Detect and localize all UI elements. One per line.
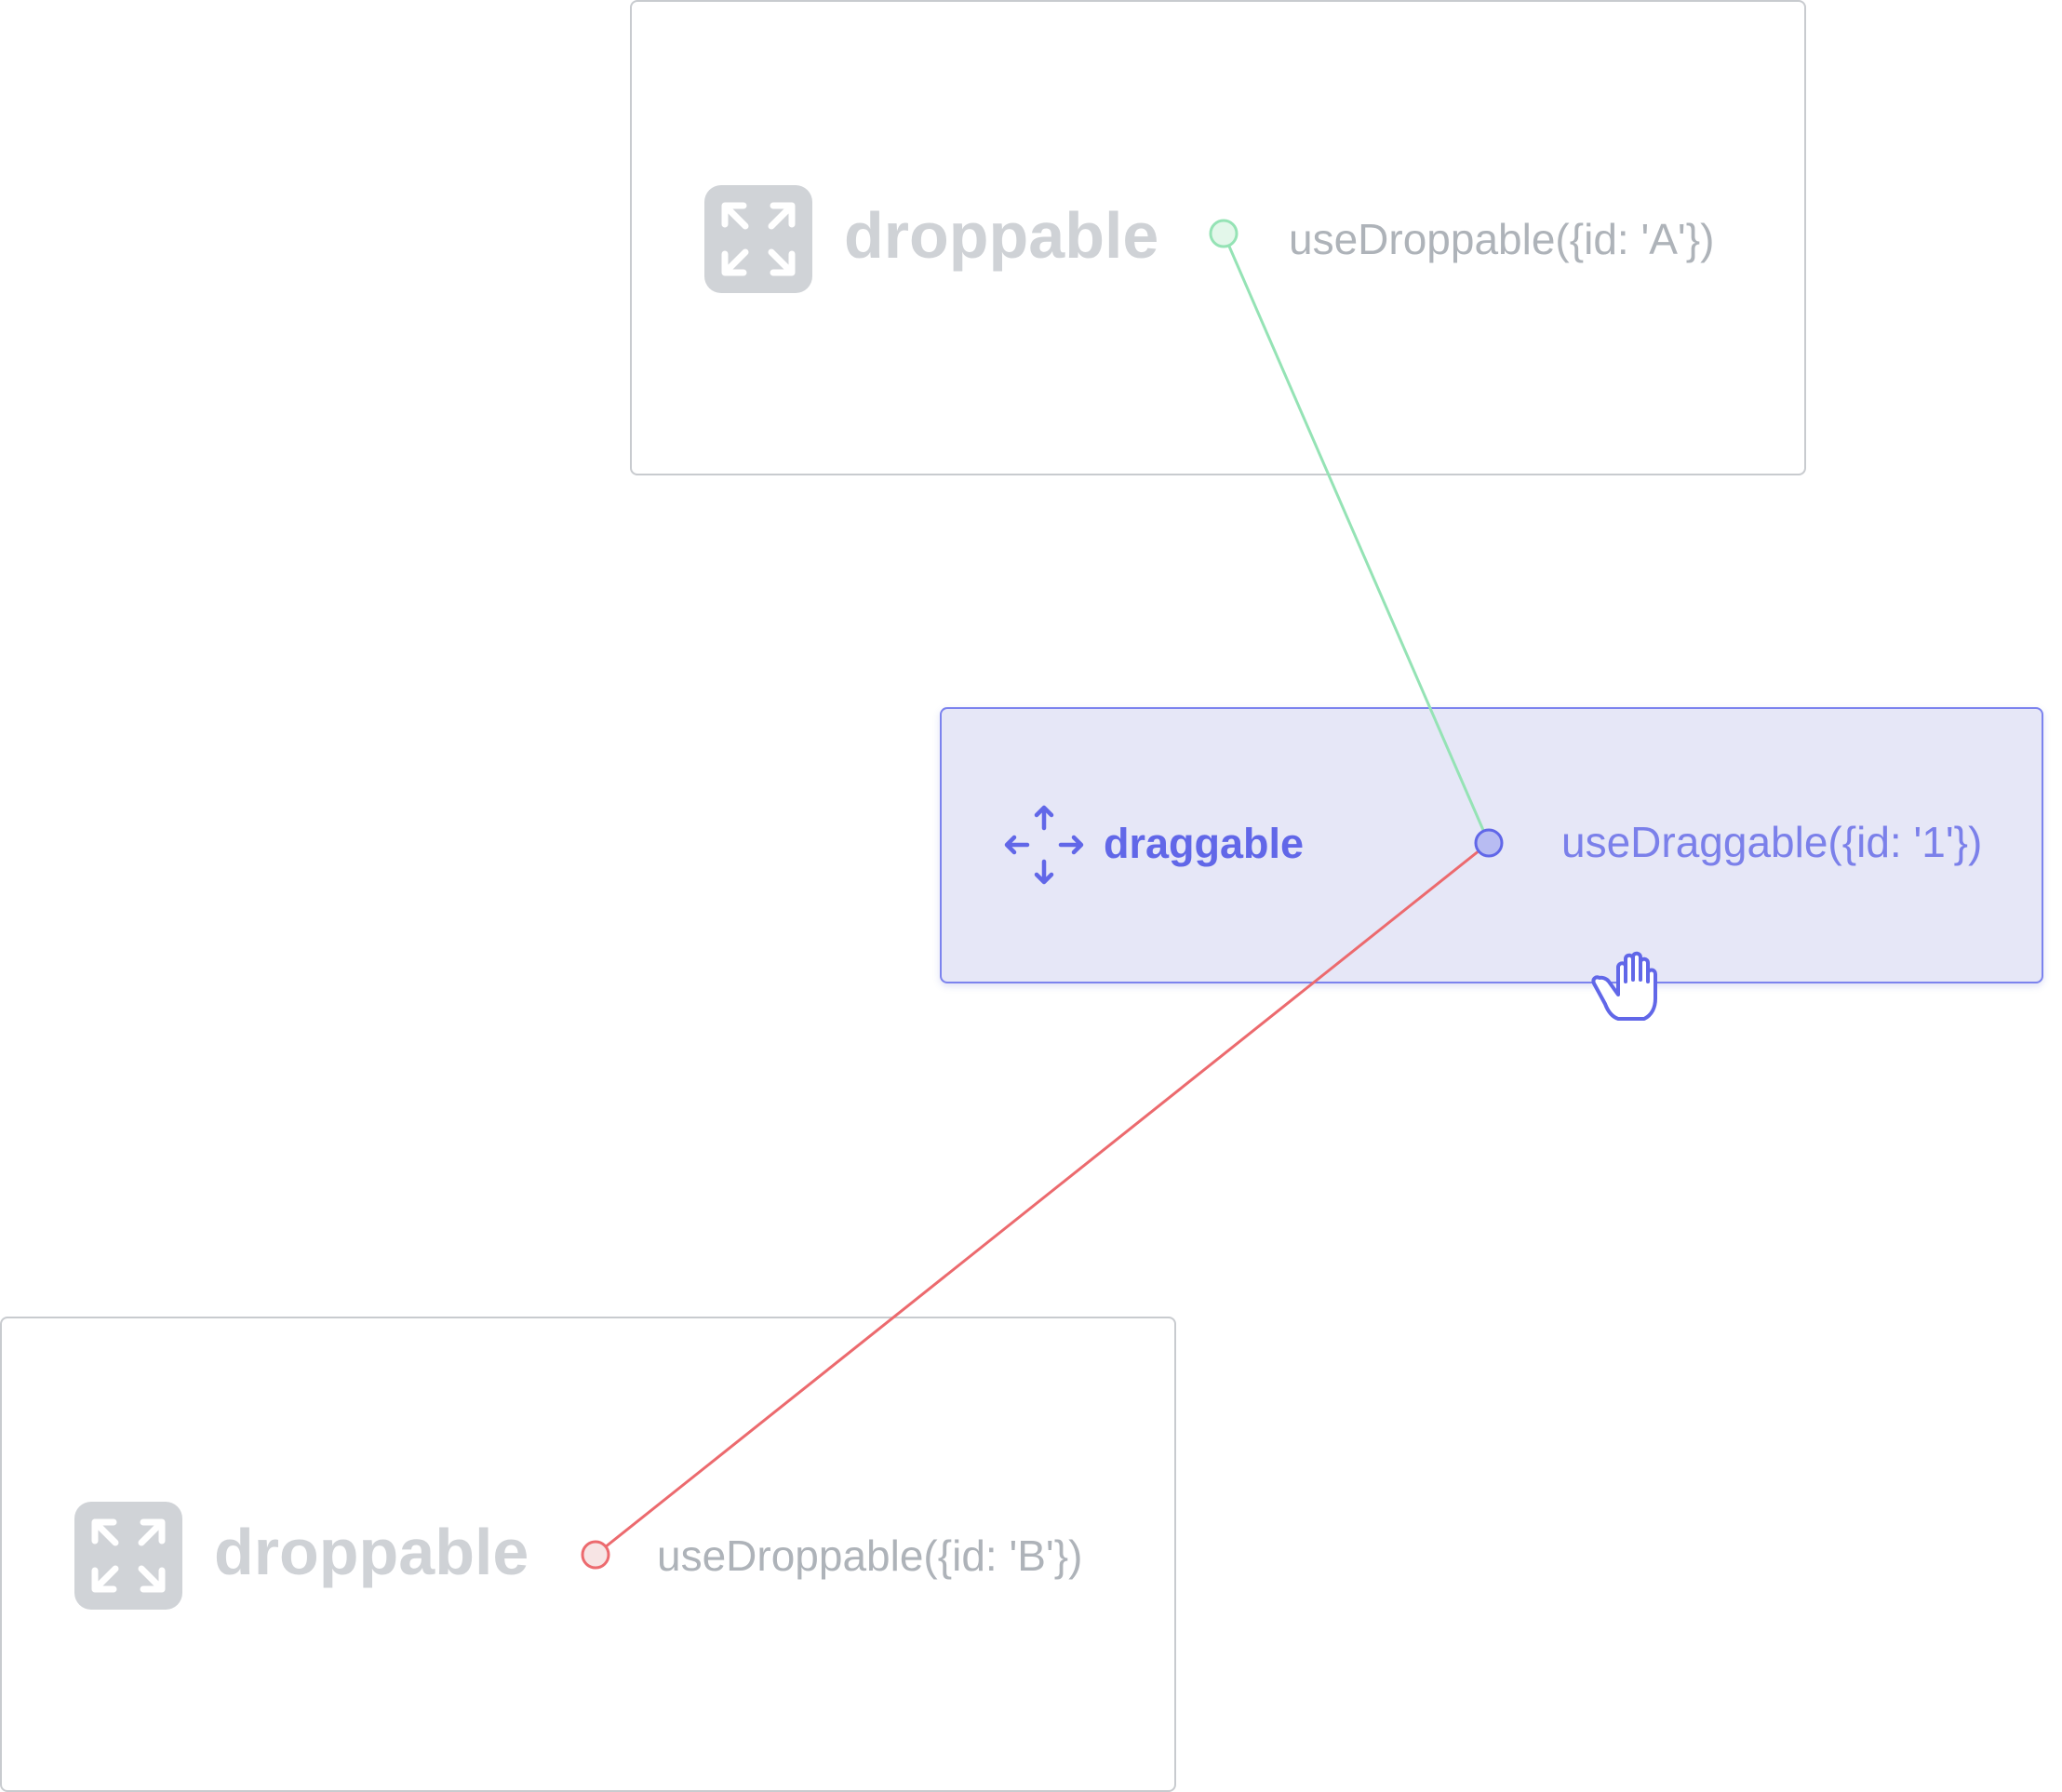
- droppable-a-title: droppable: [844, 199, 1159, 272]
- move-arrows-icon: [1004, 805, 1084, 885]
- draggable-item[interactable]: draggable useDraggable({id: '1'}): [940, 707, 2043, 983]
- droppable-a-container[interactable]: droppable useDroppable({id: 'A'}): [630, 0, 1806, 475]
- grab-hand-cursor-icon: [1591, 951, 1657, 1021]
- droppable-a-code: useDroppable({id: 'A'}): [1289, 215, 1715, 263]
- droppable-b-title: droppable: [214, 1516, 529, 1588]
- droppable-b-code: useDroppable({id: 'B'}): [657, 1531, 1083, 1580]
- expand-arrows-icon: [74, 1502, 182, 1610]
- droppable-b-container[interactable]: droppable useDroppable({id: 'B'}): [0, 1317, 1176, 1792]
- draggable-code: useDraggable({id: '1'}): [1561, 818, 1983, 866]
- expand-arrows-icon: [704, 185, 812, 293]
- draggable-title: draggable: [1104, 820, 1305, 867]
